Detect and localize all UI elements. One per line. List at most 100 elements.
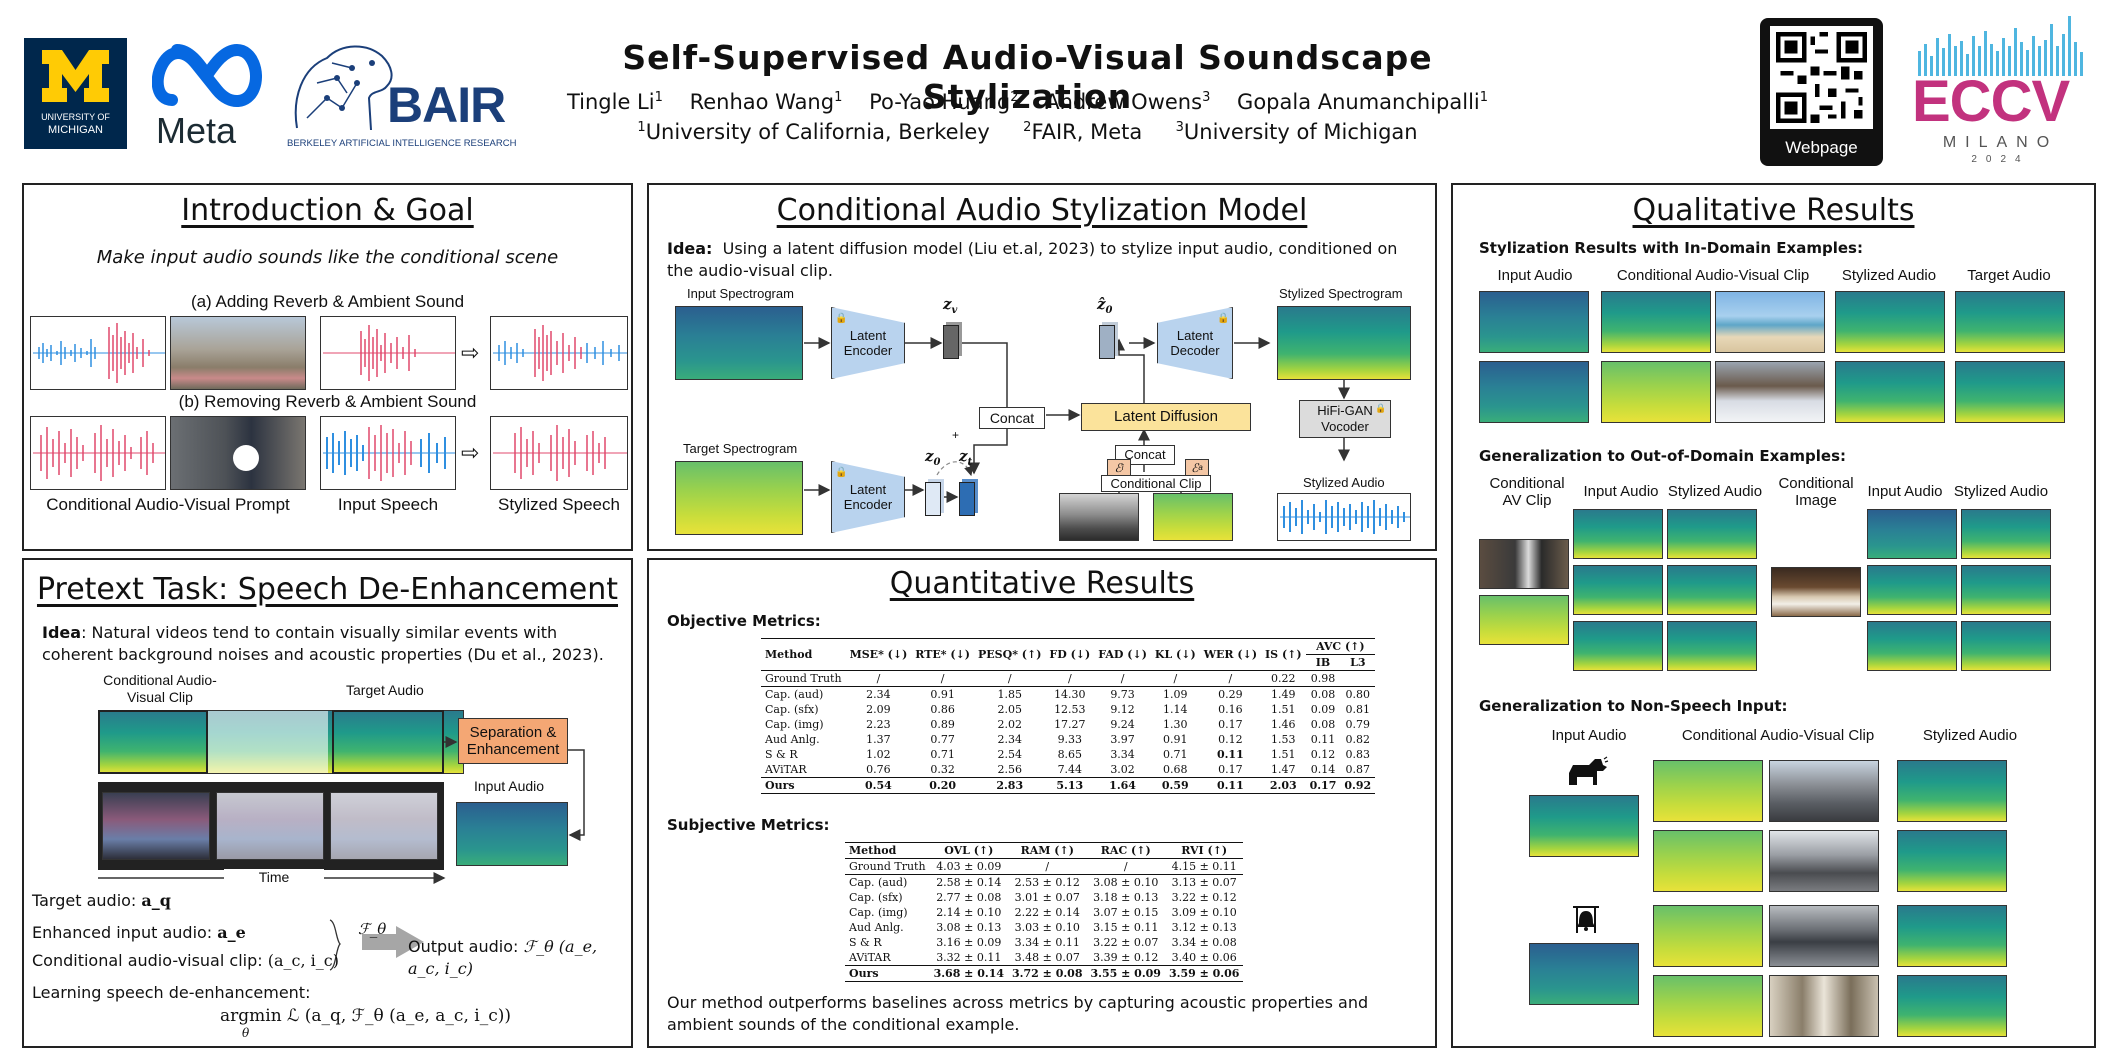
table-cell: 3.40 ± 0.06 xyxy=(1171,951,1237,964)
table-cell: 2.05 xyxy=(997,703,1022,716)
table-cell: Ground Truth xyxy=(765,672,842,685)
cond-clip-photo xyxy=(1059,493,1139,541)
z-t-latent xyxy=(959,482,975,516)
table-cell: 0.81 xyxy=(1345,703,1371,716)
subjective-label: Subjective Metrics: xyxy=(667,816,830,834)
table-cell: 0.22 xyxy=(1271,672,1296,685)
cond-clip-spectrogram xyxy=(1153,493,1233,541)
table-cell: 3.39 ± 0.12 xyxy=(1093,951,1159,964)
col-header: Method xyxy=(849,844,897,857)
col-header: WER (↓) xyxy=(1203,648,1258,661)
table-cell: 2.03 xyxy=(1269,779,1297,792)
result-spectrogram xyxy=(1955,291,2065,353)
plus-symbol: + xyxy=(952,428,960,442)
table-cell: Aud Anlg. xyxy=(765,733,820,746)
quant-conclusion: Our method outperforms baselines across … xyxy=(667,993,1369,1034)
subjective-table: Method OVL (↑) RAM (↑) RAC (↑) RVI (↑) G… xyxy=(845,842,1244,982)
table-cell: 0.09 xyxy=(1310,703,1336,716)
table-cell: Cap. (img) xyxy=(765,718,824,731)
table-cell: 0.68 xyxy=(1163,763,1188,776)
waveform-output-b xyxy=(490,416,628,490)
masked-person-photo xyxy=(1479,539,1569,589)
result-spectrogram xyxy=(1653,760,1763,822)
table-cell: Ours xyxy=(765,779,795,792)
col-head: Input Audio xyxy=(1867,483,1943,500)
video-frame xyxy=(102,792,210,860)
table-cell: 1.37 xyxy=(866,733,891,746)
table-cell: 1.85 xyxy=(997,688,1022,701)
author: Po-Yao Huang2 xyxy=(869,90,1019,114)
table-cell: 0.11 xyxy=(1216,748,1244,761)
table-cell: 9.33 xyxy=(1057,733,1083,746)
table-cell: 9.73 xyxy=(1110,688,1135,701)
result-spectrogram xyxy=(1479,595,1569,645)
pretext-title: Pretext Task: Speech De-Enhancement xyxy=(36,572,619,607)
table-cell: 2.02 xyxy=(997,718,1022,731)
table-cell: 3.34 ± 0.08 xyxy=(1171,936,1237,949)
table-cell: S & R xyxy=(849,936,882,949)
affiliation: 1University of California, Berkeley xyxy=(637,120,990,144)
input-spectrogram xyxy=(675,306,803,380)
col-head: Stylized Audio xyxy=(1922,727,2018,744)
table-cell: S & R xyxy=(765,748,798,761)
skyline-icon xyxy=(1918,16,2083,76)
video-frame xyxy=(330,792,438,860)
table-cell: 0.54 xyxy=(865,779,892,792)
table-cell: / xyxy=(1067,672,1072,685)
waveform-prompt-b xyxy=(30,416,166,490)
objective-table: Method MSE* (↓) RTE* (↓) PESQ* (↑) FD (↓… xyxy=(761,638,1376,794)
michigan-line2: MICHIGAN xyxy=(48,124,103,136)
result-spectrogram xyxy=(1601,291,1711,353)
latent-decoder: Latent Decoder xyxy=(1157,307,1233,379)
table-cell: 3.55 ± 0.09 xyxy=(1090,967,1161,980)
table-cell: 3.34 ± 0.11 xyxy=(1014,936,1080,949)
table-cell: 9.12 xyxy=(1110,703,1135,716)
result-spectrogram xyxy=(1479,361,1589,423)
table-cell: 0.86 xyxy=(930,703,955,716)
person-indoor-photo xyxy=(170,416,306,490)
result-spectrogram xyxy=(1573,509,1663,559)
table-cell: 3.68 ± 0.14 xyxy=(933,967,1005,980)
street-photo xyxy=(1769,760,1879,822)
table-cell: 0.11 xyxy=(1310,733,1336,746)
waveform-prompt-a xyxy=(30,316,166,390)
table-cell: / xyxy=(1045,860,1050,873)
table-cell: Cap. (aud) xyxy=(765,688,824,701)
table-cell: 0.71 xyxy=(930,748,955,761)
table-cell: 0.91 xyxy=(1163,733,1188,746)
table-cell: 1.14 xyxy=(1163,703,1188,716)
stylized-audio-wave xyxy=(1277,493,1411,541)
table-cell: 1.02 xyxy=(866,748,891,761)
sec1-label: Stylization Results with In-Domain Examp… xyxy=(1479,239,1863,257)
result-spectrogram xyxy=(1573,565,1663,615)
qr-code-label[interactable]: Webpage xyxy=(1785,138,1858,157)
beach-people-photo xyxy=(170,316,306,390)
table-cell: 4.03 ± 0.09 xyxy=(936,860,1002,873)
table-cell: 2.14 ± 0.10 xyxy=(936,906,1002,919)
qr-code-icon[interactable] xyxy=(1770,26,1873,129)
col-header: RAC (↑) xyxy=(1100,844,1151,857)
train-interior-photo xyxy=(1769,975,1879,1037)
table-cell: 2.34 xyxy=(866,688,891,701)
idea-text: : Natural videos tend to contain visuall… xyxy=(42,623,604,664)
vocoder-box: HiFi-GAN Vocoder xyxy=(1299,400,1391,438)
table-cell: 9.24 xyxy=(1110,718,1135,731)
affiliation: 2FAIR, Meta xyxy=(1023,120,1143,144)
table-cell: 3.08 ± 0.13 xyxy=(936,921,1002,934)
eccv-logo: ECCV MILANO 2024 xyxy=(1908,16,2093,166)
table-cell: / xyxy=(940,672,945,685)
col-head: Conditional Image xyxy=(1778,475,1854,509)
bell-icon xyxy=(1573,906,1599,933)
stylized-spectrogram-label: Stylized Spectrogram xyxy=(1279,286,1403,301)
col-head: Stylized Audio xyxy=(1953,483,2049,500)
table-cell: 0.92 xyxy=(1344,779,1372,792)
qr-code-card[interactable]: Webpage xyxy=(1760,18,1883,166)
sec2-label: Generalization to Out-of-Domain Examples… xyxy=(1479,447,1847,465)
table-cell: 4.15 ± 0.11 xyxy=(1171,860,1237,873)
col-header: MSE* (↓) xyxy=(849,648,908,661)
table-cell: 0.17 xyxy=(1218,763,1243,776)
table-cell: / xyxy=(1120,672,1125,685)
